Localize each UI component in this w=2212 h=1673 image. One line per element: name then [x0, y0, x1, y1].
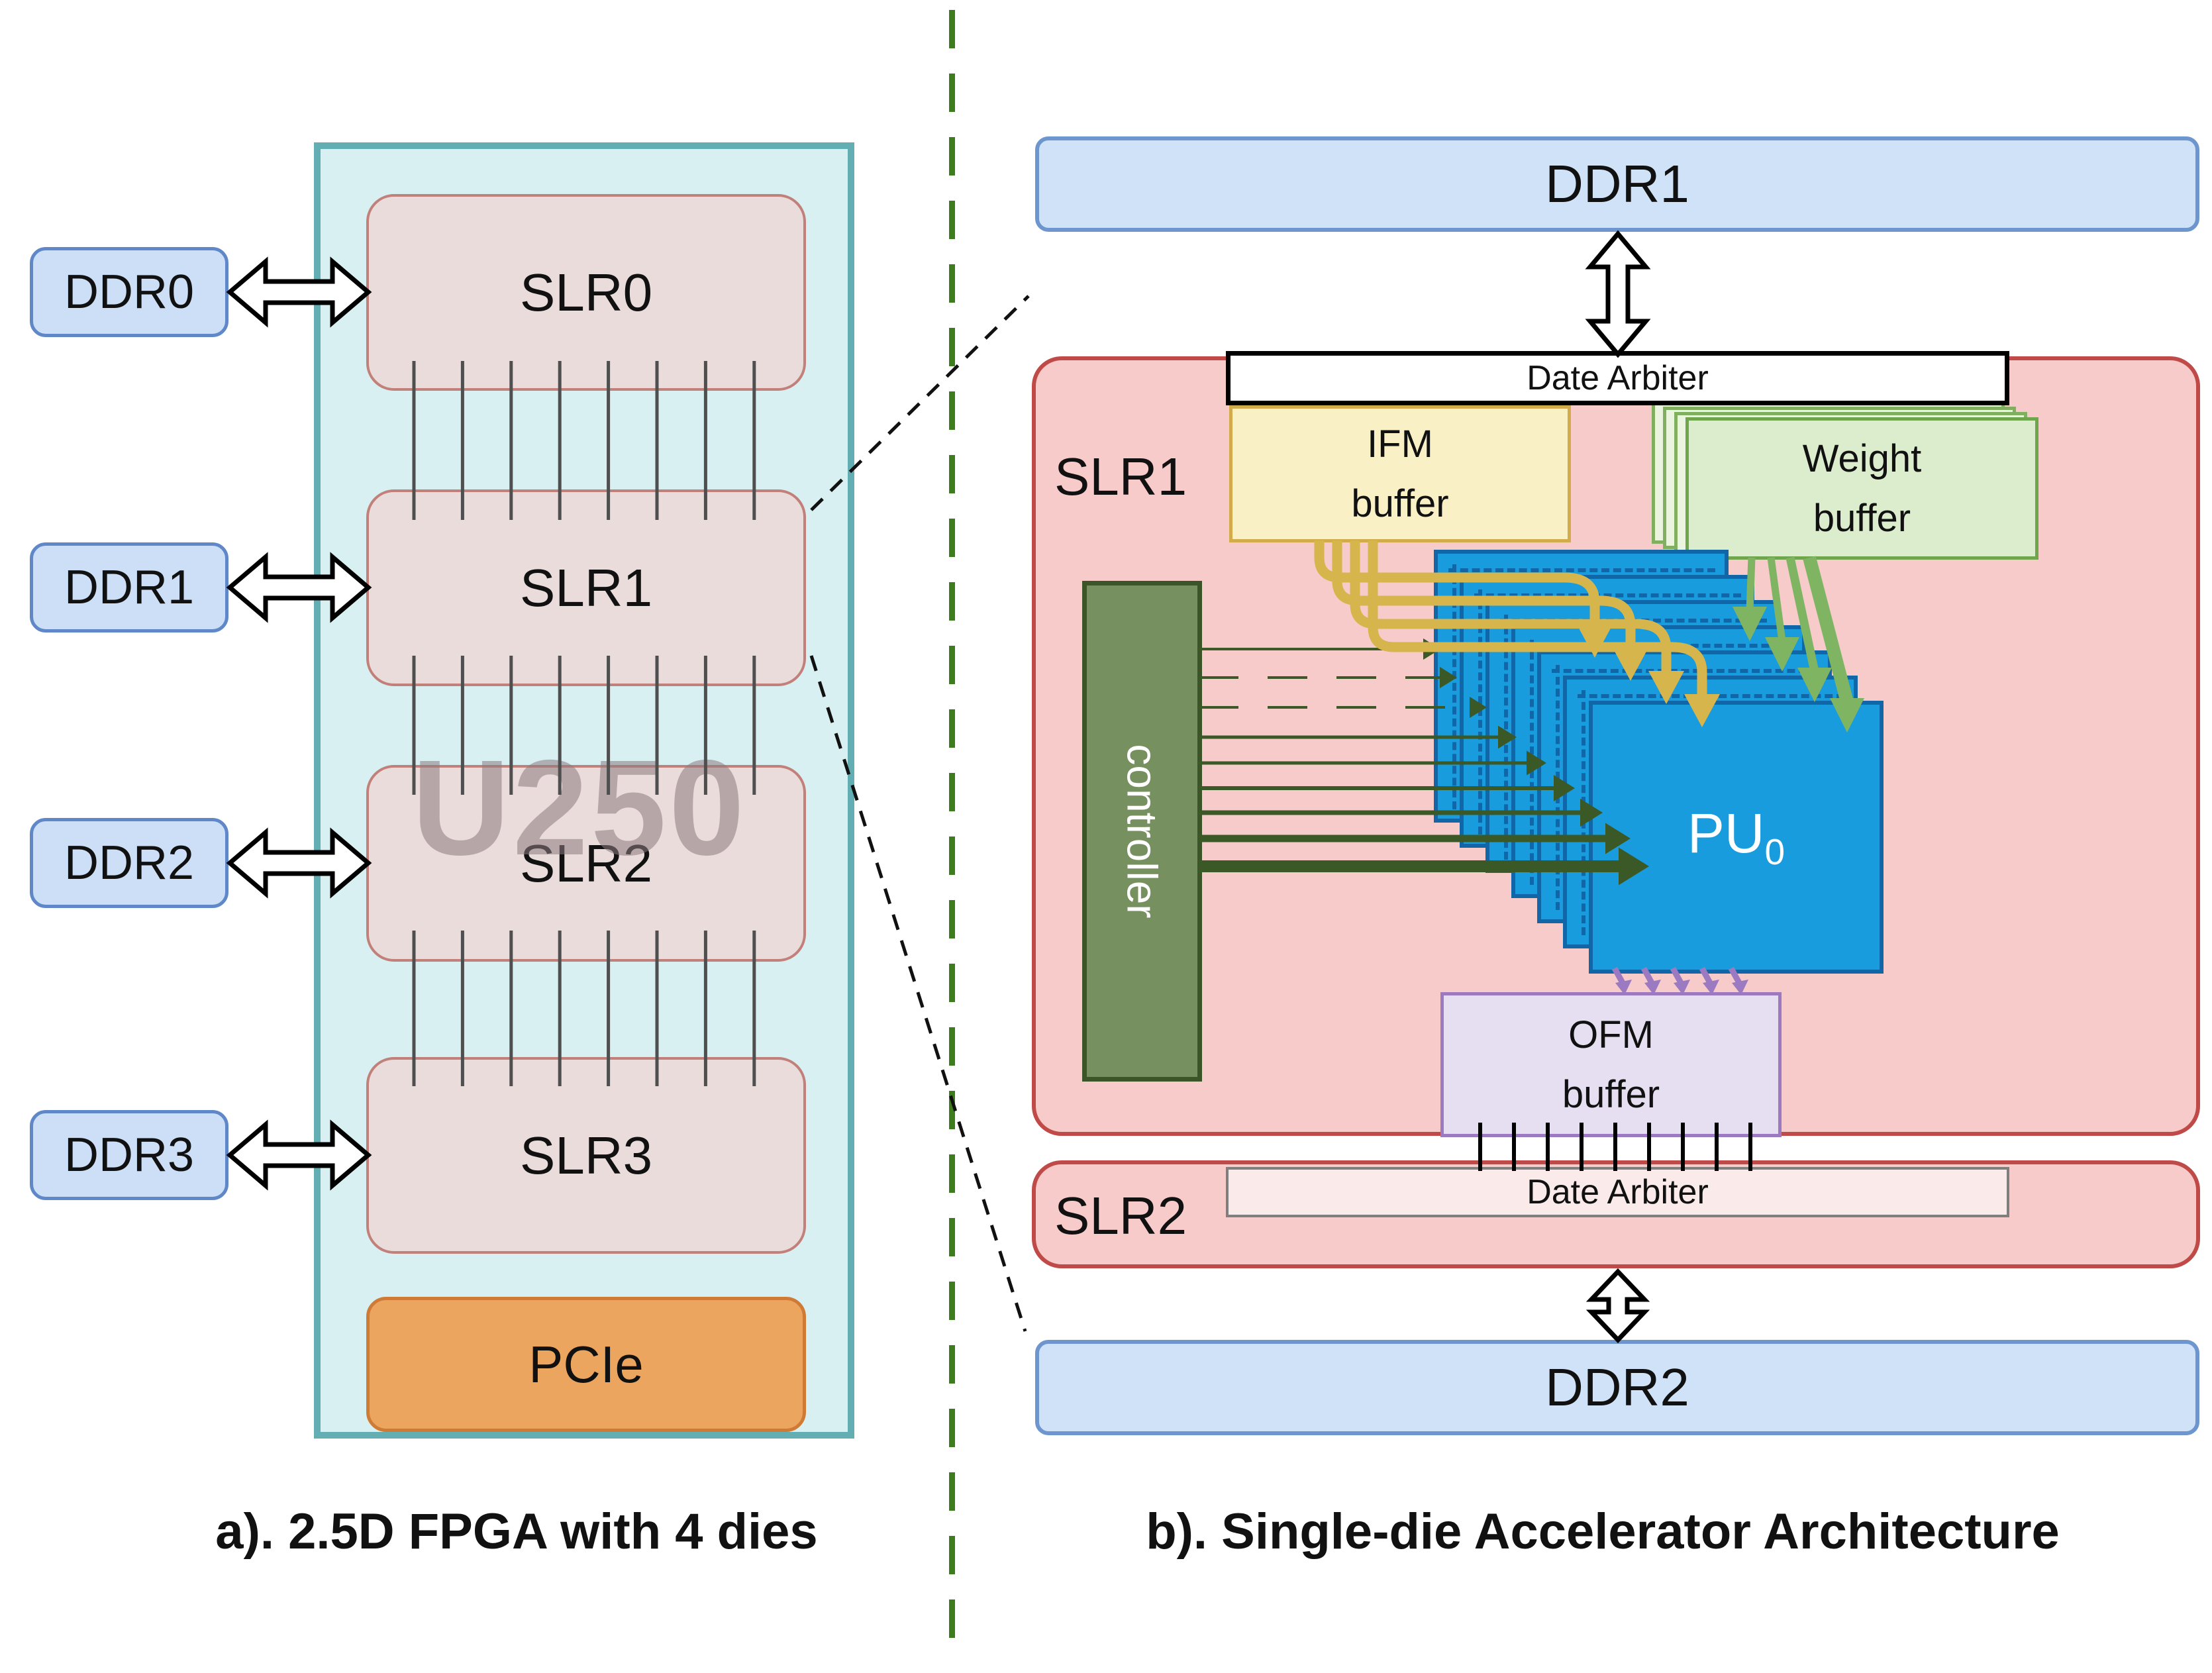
slr-die-slr0: SLR0 [366, 194, 806, 391]
pu-layer-6: PU0 [1589, 701, 1884, 974]
caption-panel-a: a). 2.5D FPGA with 4 dies [215, 1503, 818, 1560]
date-arbiter-top: Date Arbiter [1226, 351, 2009, 405]
ddr-chip-ddr1: DDR1 [30, 542, 228, 633]
pu0-label: PU0 [1687, 802, 1785, 872]
ddr1-bar: DDR1 [1035, 136, 2199, 232]
weight-buffer-layer-0: Weight buffer [1685, 417, 2038, 560]
caption-panel-b: b). Single-die Accelerator Architecture [1146, 1503, 2060, 1560]
panel-divider-dashed-line [949, 10, 955, 1663]
slr-die-slr1: SLR1 [366, 489, 806, 686]
ofm-buffer-line2: buffer [1562, 1072, 1660, 1116]
double-arrow-ddr1-arbiter [1585, 230, 1651, 358]
date-arbiter-bottom: Date Arbiter [1226, 1167, 2009, 1217]
pcie-block: PCIe [366, 1297, 806, 1432]
ddr-chip-ddr3: DDR3 [30, 1110, 228, 1200]
weight-buffer-line1: Weight [1802, 436, 1922, 480]
controller-label: controller [1118, 744, 1166, 919]
slr2-label: SLR2 [1054, 1186, 1187, 1245]
ifm-buffer: IFM buffer [1229, 405, 1571, 542]
slr1-label: SLR1 [1054, 446, 1187, 506]
ddr-chip-ddr0: DDR0 [30, 247, 228, 337]
ddr-chip-ddr2: DDR2 [30, 818, 228, 908]
ifm-buffer-line2: buffer [1351, 482, 1449, 525]
chip-watermark: U250 [411, 732, 748, 884]
ddr2-bar: DDR2 [1035, 1340, 2199, 1435]
ofm-buffer-line1: OFM [1568, 1013, 1654, 1056]
slr-die-slr2: SLR2 [366, 765, 806, 962]
double-arrow-slr2-ddr2 [1585, 1268, 1650, 1344]
slr-die-slr3: SLR3 [366, 1057, 806, 1254]
controller-block: controller [1082, 581, 1202, 1082]
ofm-buffer: OFM buffer [1440, 992, 1782, 1137]
weight-buffer-line2: buffer [1813, 496, 1911, 540]
ifm-buffer-line1: IFM [1367, 422, 1433, 466]
